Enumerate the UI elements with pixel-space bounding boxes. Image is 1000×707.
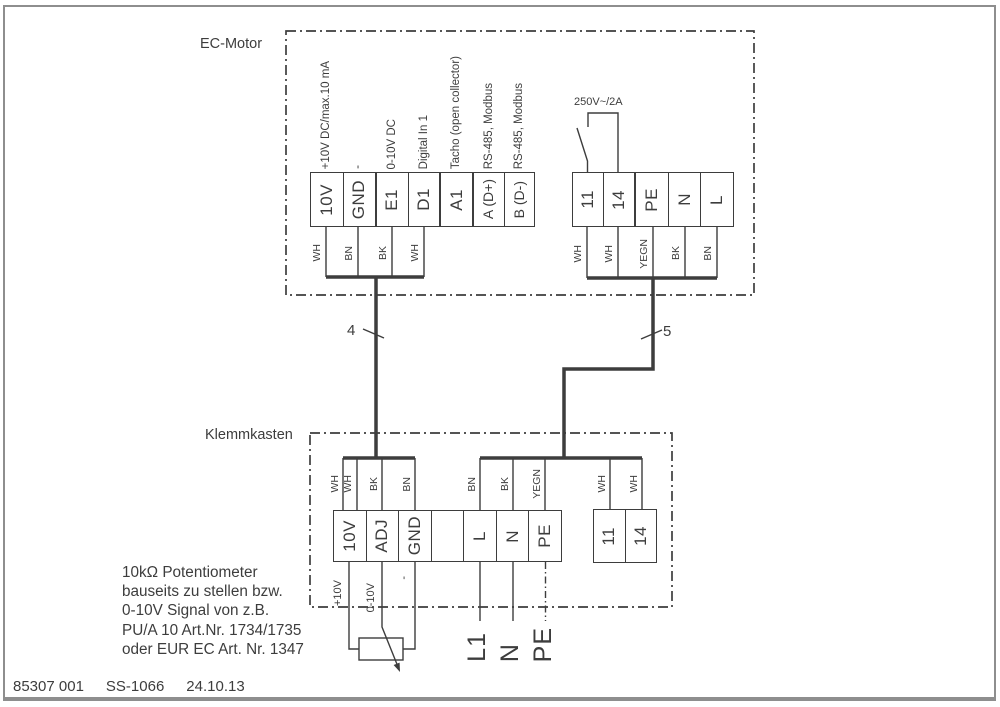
terminal-14: 14 xyxy=(630,526,650,546)
terminal-adj: ADJ xyxy=(367,511,400,561)
drawing-date: 24.10.13 xyxy=(186,678,245,695)
terminal-gnd: GND xyxy=(399,511,432,561)
kk-relay-terminal-block: 11 14 xyxy=(593,509,657,563)
wire-label: BN xyxy=(466,476,479,492)
function-label-a1: Tacho (open collector) xyxy=(450,55,463,169)
ec-terminal-block-e1-d1: E1 D1 xyxy=(376,172,440,227)
function-label-e1: 0-10V DC xyxy=(386,118,399,170)
function-label-gnd: - xyxy=(352,165,365,169)
wire-label: BN xyxy=(702,246,715,261)
terminal-a-dplus: A (D+) xyxy=(474,173,505,226)
terminal-blank xyxy=(432,511,465,561)
wire-label: WH xyxy=(596,474,609,493)
terminal-14: 14 xyxy=(609,189,629,210)
note-line: 10kΩ Potentiometer xyxy=(122,564,258,581)
terminal-b-dminus: B (D-) xyxy=(510,180,527,219)
ec-signal-wires xyxy=(325,227,425,277)
page-border xyxy=(3,5,996,701)
terminal-11: 11 xyxy=(573,173,604,226)
wire-label: BN xyxy=(401,476,414,492)
potentiometer-note: 10kΩ Potentiometer bauseits zu stellen b… xyxy=(122,563,304,659)
wire-label: WH xyxy=(328,475,341,493)
ec-terminal-block-a1: A1 xyxy=(440,172,473,227)
sheet-id: SS-1066 xyxy=(105,678,165,695)
terminal-e1: E1 xyxy=(377,173,409,226)
supply-label-n: N xyxy=(495,642,524,662)
ec-terminal-block-pe-n-l: PE N L xyxy=(635,172,734,227)
kk-signal-wires xyxy=(342,458,416,510)
potentiometer-body xyxy=(358,637,404,661)
wire-label: BN xyxy=(343,245,356,261)
wire-label: WH xyxy=(572,244,585,263)
pot-wiper-arrowhead xyxy=(393,662,400,672)
terminal-10v: 10V xyxy=(311,173,344,226)
note-line: 0-10V Signal von z.B. xyxy=(122,602,270,620)
supply-label-l1: L1 xyxy=(462,632,491,662)
note-line: PU/A 10 Art.Nr. 1734/1735 xyxy=(122,621,302,639)
ec-terminal-block-10v-gnd: 10V GND xyxy=(310,172,376,227)
klemmkasten-boundary xyxy=(309,432,673,608)
wire-label: BK xyxy=(499,476,512,491)
kk-main-terminal-block: 10V ADJ GND L N PE xyxy=(333,510,562,562)
wire-label: YEGN xyxy=(638,238,651,269)
wire-label: WH xyxy=(628,474,641,493)
klemmkasten-title: Klemmkasten xyxy=(205,427,293,443)
function-label-b-dminus: RS-485, Modbus xyxy=(513,82,526,169)
terminal-l: L xyxy=(707,194,727,205)
cable-5-tick xyxy=(640,329,663,340)
note-line: bauseits zu stellen bzw. xyxy=(122,583,283,601)
ec-terminal-block-rs485: A (D+) B (D-) xyxy=(473,172,535,227)
pot-wiper xyxy=(381,562,400,669)
cable-4-label: 4 xyxy=(347,322,356,339)
wire-label: WH xyxy=(311,244,324,262)
supply-label-pe: PE xyxy=(528,626,557,662)
terminal-d1: D1 xyxy=(413,188,433,211)
terminal-gnd: GND xyxy=(349,179,369,220)
wire-label: BK xyxy=(377,245,390,260)
pot-wire-gnd xyxy=(403,562,416,650)
terminal-pe: PE xyxy=(535,524,555,548)
terminal-n: N xyxy=(669,173,702,226)
cable-5-label: 5 xyxy=(663,323,672,340)
document-number: 85307 001 xyxy=(13,678,84,695)
cable-5 xyxy=(562,279,655,458)
function-label-10v: +10V DC/max.10 mA xyxy=(320,60,333,169)
terminal-a1: A1 xyxy=(446,188,466,211)
title-block-footer: 85307 001 SS-1066 24.10.13 xyxy=(13,678,267,695)
wire-label: WH xyxy=(603,244,616,263)
function-label-a-dplus: RS-485, Modbus xyxy=(483,82,496,169)
function-label-d1: Digital In 1 xyxy=(418,114,431,169)
below-label-adj: 0-10V xyxy=(365,582,378,612)
switch-symbol xyxy=(576,112,619,172)
kk-power-wires xyxy=(479,458,643,510)
terminal-l: L xyxy=(464,511,497,561)
terminal-11: 11 xyxy=(594,510,626,562)
ec-motor-title: EC-Motor xyxy=(200,36,263,52)
cable-4-tick xyxy=(362,328,385,339)
terminal-pe: PE xyxy=(636,173,669,226)
ec-power-wires xyxy=(586,227,718,278)
wire-label: BK xyxy=(670,246,683,261)
wire-label: WH xyxy=(341,475,354,493)
pot-wire-10v xyxy=(348,562,359,650)
wire-label: BK xyxy=(368,476,381,491)
ec-motor-boundary xyxy=(285,30,755,296)
terminal-n: N xyxy=(497,511,530,561)
wire-label: YEGN xyxy=(531,469,544,499)
terminal-10v: 10V xyxy=(334,511,367,561)
below-label-10v: +10V xyxy=(332,580,345,606)
switch-rating-label: 250V~/2A xyxy=(574,96,623,108)
wire-label: WH xyxy=(409,244,422,262)
ec-terminal-block-11-14: 11 14 xyxy=(572,172,635,227)
below-label-gnd: - xyxy=(398,576,411,580)
note-line: oder EUR EC Art. Nr. 1347 xyxy=(122,640,304,658)
